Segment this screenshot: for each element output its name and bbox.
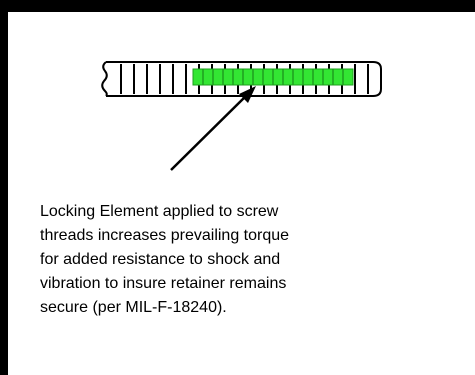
arrow-pointer-icon [170, 86, 256, 171]
locking-element-patch [192, 68, 354, 86]
screw-shank-outline [106, 61, 382, 97]
screw-diagram [101, 61, 382, 171]
screw-break-line [101, 61, 108, 97]
frame-left-border [0, 0, 8, 375]
frame-top-border [0, 0, 475, 12]
locking-element-caption: Locking Element applied to screw threads… [40, 203, 290, 316]
